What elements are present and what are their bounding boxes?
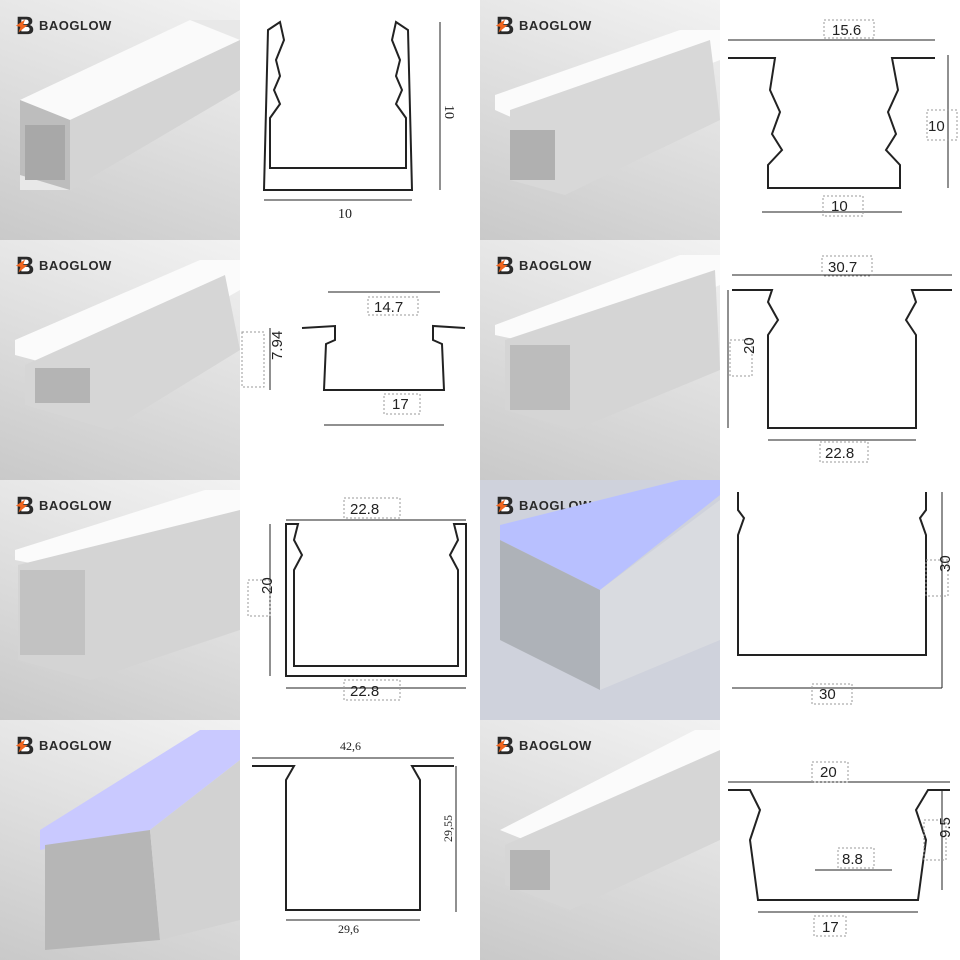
dim-bottom: 29,6 [338, 922, 359, 936]
drawing-1: 10 10 [240, 0, 480, 240]
profile-cross-section: 14.7 7.94 17 [241, 291, 466, 426]
drawing-4: 30.7 20 22.8 [720, 240, 960, 480]
dim-height: 10 [441, 105, 456, 119]
aluminum-profile-image [495, 255, 720, 430]
dim-height: 20 [741, 337, 758, 354]
brand-name: BAOGLOW [519, 737, 592, 753]
dim-height: 7.94 [269, 331, 286, 360]
dim-bottom: 17 [392, 396, 409, 413]
aluminum-profile-image [500, 730, 720, 910]
profile-cross-section: 15.6 10 10 [728, 19, 958, 217]
profile-cross-section: 42,6 29,55 29,6 [252, 739, 457, 936]
dim-height: 29,55 [441, 815, 455, 842]
profile-cross-section: 30.7 20 22.8 [727, 255, 952, 463]
product-photo-6: BAOGLOW [480, 480, 720, 720]
brand-logo: BAOGLOW [494, 14, 592, 36]
brand-name: BAOGLOW [39, 257, 112, 273]
profile-cross-section: 10 10 [262, 20, 456, 222]
dim-inner: 8.8 [842, 851, 863, 868]
brand-logo: BAOGLOW [494, 734, 592, 756]
dim-bottom: 30 [819, 686, 836, 703]
dim-height: 9.5 [937, 817, 954, 838]
dim-width: 10 [338, 207, 352, 222]
dim-height: 10 [928, 118, 945, 135]
profile-cross-section: 20 9.5 8.8 17 [728, 761, 954, 937]
aluminum-profile-image [20, 20, 240, 190]
dim-top: 20 [820, 764, 837, 781]
dim-height: 20 [259, 577, 276, 594]
aluminum-profile-image [15, 260, 240, 430]
dim-top: 22.8 [350, 501, 379, 518]
drawing-6: 30 30 [720, 480, 960, 720]
brand-logo: BAOGLOW [14, 494, 112, 516]
brand-logo: BAOGLOW [14, 14, 112, 36]
dim-bottom: 22.8 [350, 683, 379, 700]
product-photo-3: BAOGLOW [0, 240, 240, 480]
product-photo-2: BAOGLOW [480, 0, 720, 240]
aluminum-profile-image [40, 730, 240, 950]
dim-top: 42,6 [340, 739, 361, 753]
product-photo-5: BAOGLOW [0, 480, 240, 720]
brand-name: BAOGLOW [39, 17, 112, 33]
drawing-7: 42,6 29,55 29,6 [240, 720, 480, 960]
profile-cross-section: 30 30 [732, 492, 954, 705]
product-photo-8: BAOGLOW [480, 720, 720, 960]
dim-height: 30 [937, 555, 954, 572]
brand-logo: BAOGLOW [14, 254, 112, 276]
dim-bottom: 10 [831, 198, 848, 215]
drawing-2: 15.6 10 10 [720, 0, 960, 240]
drawing-5: 22.8 20 22.8 [240, 480, 480, 720]
dim-top: 15.6 [832, 22, 861, 39]
product-photo-7: BAOGLOW [0, 720, 240, 960]
brand-name: BAOGLOW [39, 737, 112, 753]
dim-bottom: 22.8 [825, 445, 854, 462]
drawing-8: 20 9.5 8.8 17 [720, 720, 960, 960]
product-photo-4: BAOGLOW [480, 240, 720, 480]
product-photo-1: BAOGLOW [0, 0, 240, 240]
drawing-3: 14.7 7.94 17 [240, 240, 480, 480]
dim-top: 30.7 [828, 259, 857, 276]
brand-logo: BAOGLOW [14, 734, 112, 756]
aluminum-profile-image [500, 480, 720, 690]
profile-cross-section: 22.8 20 22.8 [247, 497, 467, 701]
brand-logo: BAOGLOW [494, 254, 592, 276]
dim-top: 14.7 [374, 299, 403, 316]
brand-name: BAOGLOW [519, 17, 592, 33]
dim-bottom: 17 [822, 919, 839, 936]
aluminum-profile-image [495, 30, 720, 195]
brand-name: BAOGLOW [519, 257, 592, 273]
aluminum-profile-image [15, 490, 240, 680]
brand-name: BAOGLOW [39, 497, 112, 513]
